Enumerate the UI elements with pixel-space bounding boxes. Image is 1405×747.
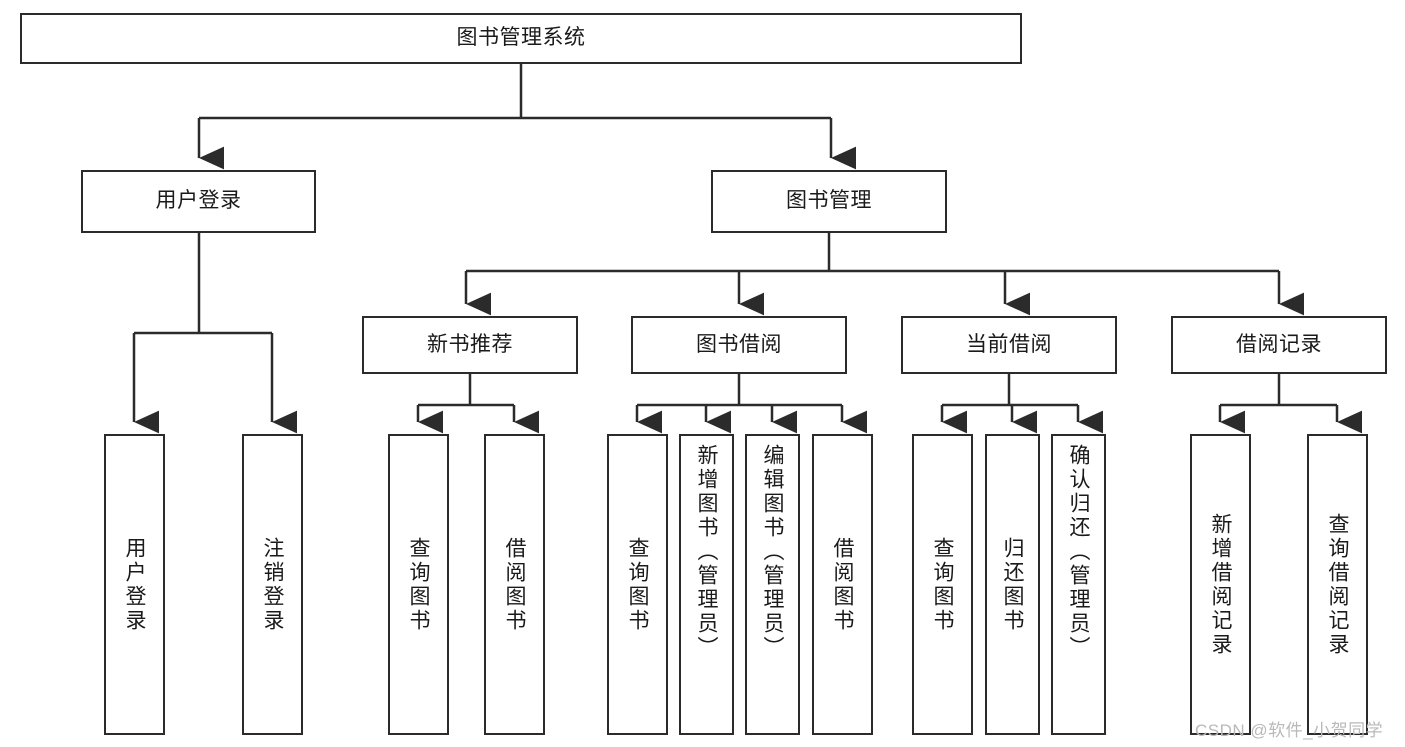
leaf-return-book[interactable]: 归还图书 (985, 434, 1040, 735)
leaf-query-borrow-record-label: 查询借阅记录 (1326, 512, 1349, 657)
node-book-management[interactable]: 图书管理 (711, 170, 947, 233)
leaf-confirm-return-admin[interactable]: 确认归还（管理员） (1051, 434, 1106, 735)
node-user-login[interactable]: 用户登录 (81, 170, 316, 233)
leaf-borrow-book-newbook[interactable]: 借阅图书 (484, 434, 545, 735)
node-root-label: 图书管理系统 (456, 26, 586, 50)
leaf-query-book-newbook-label: 查询图书 (407, 536, 430, 633)
leaf-edit-book-admin-label: 编辑图书（管理员） (761, 444, 784, 660)
leaf-query-book-current-label: 查询图书 (931, 536, 954, 633)
leaf-logout-label: 注销登录 (261, 536, 284, 633)
leaf-add-book-admin[interactable]: 新增图书（管理员） (679, 434, 734, 735)
leaf-add-book-admin-label: 新增图书（管理员） (695, 444, 718, 660)
node-new-book-recommend[interactable]: 新书推荐 (362, 316, 578, 374)
leaf-edit-book-admin[interactable]: 编辑图书（管理员） (745, 434, 800, 735)
leaf-query-book-newbook[interactable]: 查询图书 (388, 434, 449, 735)
csdn-watermark: CSDN @软件_小贺同学 (1195, 721, 1384, 740)
leaf-query-borrow-record[interactable]: 查询借阅记录 (1307, 434, 1368, 735)
leaf-lend-book-label: 借阅图书 (831, 536, 854, 633)
node-new-book-recommend-label: 新书推荐 (427, 332, 513, 356)
leaf-lend-book[interactable]: 借阅图书 (812, 434, 873, 735)
leaf-query-book-borrow[interactable]: 查询图书 (607, 434, 668, 735)
node-current-borrow-label: 当前借阅 (966, 332, 1052, 356)
leaf-add-borrow-record[interactable]: 新增借阅记录 (1190, 434, 1251, 735)
leaf-user-login-label: 用户登录 (123, 536, 146, 633)
leaf-confirm-return-admin-label: 确认归还（管理员） (1067, 444, 1090, 660)
node-borrow-record-label: 借阅记录 (1236, 332, 1322, 356)
node-book-borrow[interactable]: 图书借阅 (631, 316, 847, 374)
leaf-query-book-borrow-label: 查询图书 (626, 536, 649, 633)
leaf-logout[interactable]: 注销登录 (242, 434, 303, 735)
node-book-borrow-label: 图书借阅 (696, 332, 782, 356)
leaf-add-borrow-record-label: 新增借阅记录 (1209, 512, 1232, 657)
node-book-management-label: 图书管理 (786, 189, 872, 213)
leaf-query-book-current[interactable]: 查询图书 (912, 434, 973, 735)
leaf-borrow-book-newbook-label: 借阅图书 (503, 536, 526, 633)
leaf-return-book-label: 归还图书 (1001, 536, 1024, 633)
node-borrow-record[interactable]: 借阅记录 (1171, 316, 1387, 374)
node-current-borrow[interactable]: 当前借阅 (901, 316, 1117, 374)
node-root[interactable]: 图书管理系统 (20, 13, 1022, 64)
node-user-login-label: 用户登录 (155, 189, 242, 213)
leaf-user-login[interactable]: 用户登录 (104, 434, 165, 735)
